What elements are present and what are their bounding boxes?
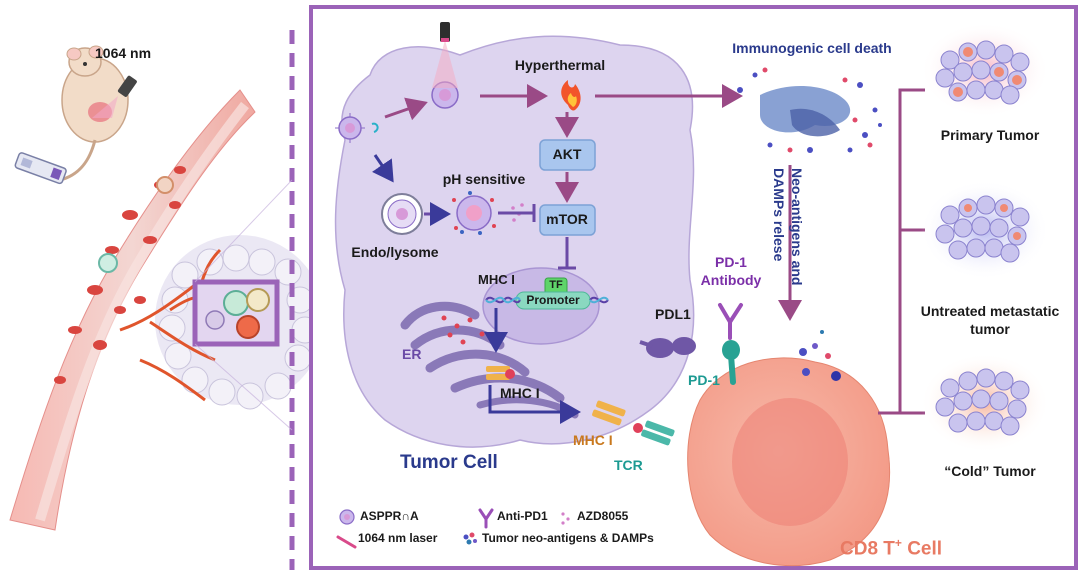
pd1-receptor (722, 340, 740, 385)
endo-lysome-label: Endo/lysome (351, 244, 439, 260)
primary-tumor-label: Primary Tumor (940, 127, 1040, 143)
mhc-complex-er (486, 366, 515, 380)
pd1-antibody-icon (718, 303, 743, 340)
left-panel (9, 45, 325, 531)
laser-device-icon (92, 75, 137, 118)
peptide-dots (441, 315, 485, 345)
cd8-label: CD8 T+ Cell (840, 536, 942, 560)
nanoparticle-entering (335, 113, 379, 143)
red-blood-cells (54, 166, 186, 384)
legend-antipd1-icon (478, 508, 494, 529)
response-bracket (878, 88, 925, 415)
legend-asppr-label: ASPPR∩A (360, 509, 419, 523)
laser-wavelength-label: 1064 nm (95, 45, 152, 61)
pdl1-label: PDL1 (655, 306, 691, 322)
untreated-tumor-label-1: Untreated metastatic (920, 303, 1060, 319)
neo-release-label-1: Neo-antigens and (789, 168, 805, 286)
akt-label: AKT (552, 146, 582, 162)
untreated-tumor-icon (920, 180, 1050, 280)
cold-tumor-icon (920, 353, 1050, 453)
legend-antipd1-label: Anti-PD1 (497, 509, 548, 523)
cd8-label-main: CD8 T (840, 538, 895, 560)
cd8-label-sup: + (894, 536, 902, 550)
mtor-box (539, 204, 596, 236)
mtor-label: mTOR (546, 211, 588, 227)
tumor-cell-label: Tumor Cell (400, 452, 498, 473)
tf-label: TF (549, 279, 563, 291)
mhc-complex-surface (592, 400, 643, 433)
cold-tumor-label: “Cold” Tumor (944, 463, 1036, 479)
t-cell-nucleus (732, 398, 848, 526)
mouse-icon (59, 45, 129, 182)
immune-cell (98, 253, 118, 273)
cd8-label-tail: Cell (901, 538, 943, 560)
inhibition-arrows (498, 204, 576, 270)
heat-flame-icon (561, 80, 581, 111)
hyperthermal-label: Hyperthermal (514, 57, 606, 73)
pd1-antibody-label-1: PD-1 (715, 254, 747, 270)
neo-release-label: Neo-antigens and DAMPs relese (770, 168, 806, 285)
mhc1-synapse-label: MHC I (573, 432, 613, 448)
mhc1-nucleus-label: MHC I (478, 272, 515, 287)
icd-label: Immunogenic cell death (732, 40, 892, 56)
dying-cell-debris (737, 67, 882, 153)
tcr-receptor (641, 420, 675, 446)
neo-release-label-2: DAMPs relese (771, 168, 787, 262)
navy-arrows (371, 154, 581, 424)
er-label: ER (402, 346, 422, 362)
akt-box (539, 139, 596, 171)
legend-azd-icon (561, 512, 570, 525)
nanoparticle-heated (431, 22, 459, 109)
ph-sensitive-label: pH sensitive (442, 171, 526, 187)
mhc1-er-label: MHC I (500, 385, 540, 401)
primary-tumor-icon (920, 22, 1050, 118)
released-antigens (799, 330, 841, 381)
legend-neo-icon (463, 532, 477, 545)
legend-neo-label: Tumor neo-antigens & DAMPs (482, 531, 654, 545)
nanoparticle-releasing (452, 191, 496, 235)
pd1-antibody-label-2: Antibody (700, 272, 762, 288)
legend-asppr-icon (339, 509, 355, 525)
pathway-arrows (384, 84, 743, 226)
dna-strand-icon (485, 296, 609, 304)
pdl1-ligand (639, 337, 696, 358)
injector-device-icon (14, 152, 67, 185)
pd1-label: PD-1 (688, 372, 720, 388)
tumor-cell (334, 35, 695, 448)
untreated-tumor-label-2: tumor (970, 321, 1010, 337)
legend-laser-label: 1064 nm laser (358, 531, 438, 545)
legend-laser-icon (336, 535, 357, 549)
tcr-label: TCR (614, 457, 643, 473)
promoter-label: Promoter (526, 293, 580, 307)
legend-azd-label: AZD8055 (577, 509, 629, 523)
endosome-icon (381, 193, 423, 235)
